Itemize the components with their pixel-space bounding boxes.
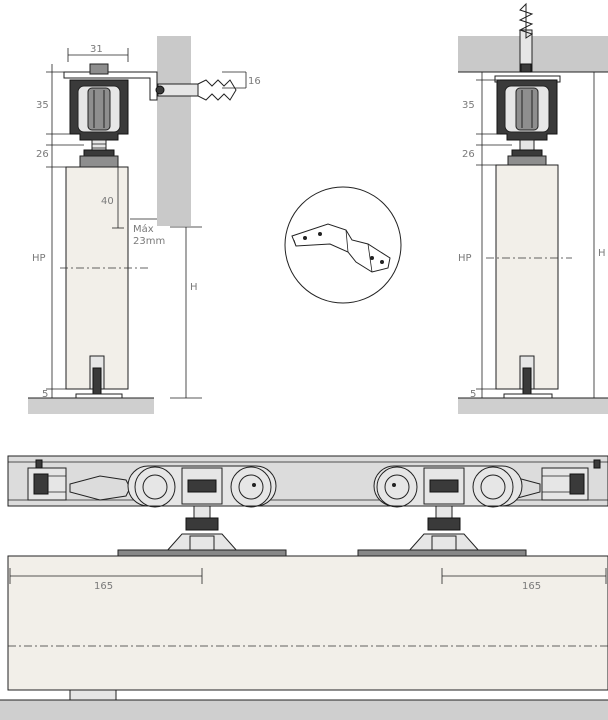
dim-max-label: Máx: [133, 223, 154, 235]
roller-wheel-icon: [69, 79, 129, 141]
dim-width-label: 31: [90, 44, 103, 55]
floor: [458, 398, 608, 414]
dim-right-label: 165: [522, 581, 541, 592]
track-bracket: [63, 71, 158, 101]
right-side-view: 35 26 5 HP H: [458, 2, 608, 414]
dim-gap-label: 40: [101, 196, 114, 207]
dim-plate-label: 26: [462, 149, 475, 160]
dim-anchor-label: 16: [248, 76, 261, 87]
mounting-bracket-icon: [291, 223, 391, 273]
end-stop-icon: [541, 459, 601, 501]
dim-hp-label: HP: [32, 253, 46, 264]
wall: [157, 36, 191, 226]
dim-floor-label: 5: [470, 389, 476, 400]
floor-guide: [69, 689, 117, 701]
dim-hp-label: HP: [458, 253, 472, 264]
door-panel: [7, 555, 608, 691]
dim-h-label: H: [190, 282, 198, 293]
dim-floor-label: 5: [42, 389, 48, 400]
door-panel: [495, 164, 559, 390]
floor-guide: [503, 355, 553, 399]
dim-h-label: H: [598, 248, 606, 259]
mounting-bracket-detail: [284, 186, 402, 304]
dim-left-label: 165: [94, 581, 113, 592]
left-side-view: 31 16 35 26 5 40 Máx 23mm HP H: [28, 36, 261, 414]
dim-plate-label: 26: [36, 149, 49, 160]
floor: [28, 398, 154, 414]
dim-roller-label: 35: [36, 100, 49, 111]
floor: [0, 700, 608, 720]
trolley-right: [357, 465, 541, 557]
wall-anchor-icon: [155, 79, 237, 101]
trolley-left: [69, 465, 287, 557]
dim-max-value: 23mm: [133, 236, 165, 247]
end-stop-icon: [27, 459, 67, 501]
ceiling: [458, 36, 608, 72]
floor-guide: [75, 355, 123, 399]
roller-wheel-icon: [496, 79, 558, 141]
dim-roller-label: 35: [462, 100, 475, 111]
front-view: 165 165: [0, 455, 608, 720]
ceiling-anchor-icon: [518, 2, 534, 73]
